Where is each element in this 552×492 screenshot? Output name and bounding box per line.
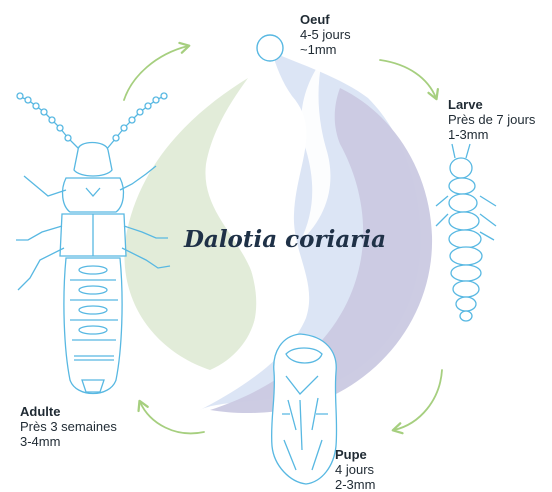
adult-stage-name: Adulte — [20, 404, 117, 419]
pupa-duration: 4 jours — [335, 462, 375, 477]
arrow-pupa-to-adult — [140, 402, 204, 433]
arrow-egg-to-larva — [380, 60, 436, 98]
pupa-size: 2-3mm — [335, 477, 375, 492]
adult-stage-label: Adulte Près 3 semaines 3-4mm — [20, 404, 117, 449]
larva-duration: Près de 7 jours — [448, 112, 535, 127]
arrow-adult-to-egg — [124, 46, 188, 100]
pupa-stage-name: Pupe — [335, 447, 375, 462]
larva-stage-name: Larve — [448, 97, 535, 112]
species-title: Dalotia coriaria — [170, 226, 400, 253]
pupa-stage-label: Pupe 4 jours 2-3mm — [335, 447, 375, 492]
larva-size: 1-3mm — [448, 127, 535, 142]
egg-stage-name: Oeuf — [300, 12, 351, 27]
egg-icon — [257, 35, 283, 61]
egg-duration: 4-5 jours — [300, 27, 351, 42]
adult-duration: Près 3 semaines — [20, 419, 117, 434]
egg-stage-label: Oeuf 4-5 jours ~1mm — [300, 12, 351, 57]
egg-size: ~1mm — [300, 42, 351, 57]
larva-stage-label: Larve Près de 7 jours 1-3mm — [448, 97, 535, 142]
arrow-larva-to-pupa — [394, 370, 442, 430]
adult-size: 3-4mm — [20, 434, 117, 449]
pupa-icon — [272, 334, 337, 484]
larva-icon — [436, 144, 496, 321]
